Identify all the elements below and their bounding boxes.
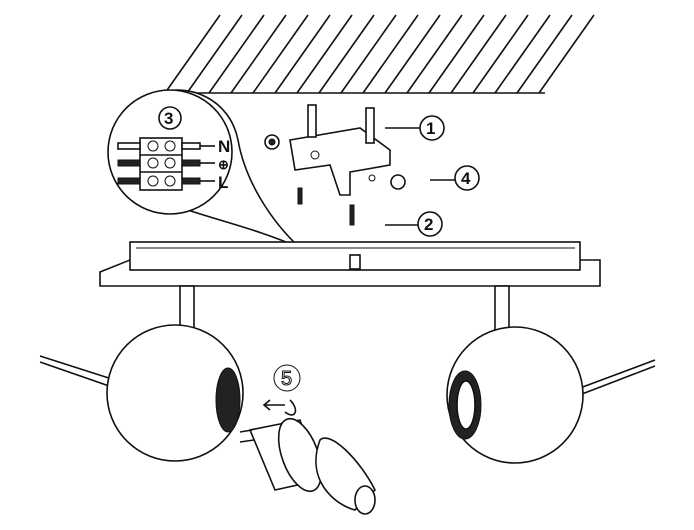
callout-4-label: 4 [461,169,471,188]
cap-nut-right [390,174,406,190]
hatch-line [538,14,595,94]
ceiling-plate [99,241,601,287]
callout-5-circle [273,364,301,392]
callout-3-label: 3 [164,109,173,128]
callout-1-label: 1 [426,119,435,138]
hatch-line [252,14,309,94]
hatch-line [230,14,287,94]
rotate-arrow-icon [284,399,297,416]
callout-4-circle [454,165,480,191]
spotlight-right [446,285,656,464]
hatch-line [274,14,331,94]
callout-2-circle [417,211,443,237]
mounting-bracket [289,127,391,196]
wire-label-earth: ⊕ [218,157,229,172]
hatch-line [362,14,419,94]
remove-arrow-icon [262,399,285,411]
hatch-line [384,14,441,94]
wire-label-neutral: N [218,137,230,156]
callout-3-circle [158,106,182,130]
terminal-block [117,137,215,191]
hatch-line [406,14,463,94]
terminal-block-magnifier: 3 N ⊕ L [107,89,301,249]
hatch-line [450,14,507,94]
hatch-line [472,14,529,94]
wall-plugs [307,104,375,144]
callout-2-label: 2 [424,215,433,234]
hatch-line [318,14,375,94]
hatch-line [186,14,243,94]
hatch-line [164,14,221,94]
screws [297,187,355,226]
hatch-line [208,14,265,94]
ceiling [164,14,595,94]
gu10-bulb [239,417,323,493]
callout-5-label: 5 [281,368,292,390]
hatch-line [428,14,485,94]
callout-1-circle [419,115,445,141]
hatch-line [494,14,551,94]
hatch-line [296,14,353,94]
hatch-line [516,14,573,94]
wire-label-live: L [218,173,228,192]
hatch-line [340,14,397,94]
glass-cover [315,437,376,515]
spotlight-left [39,285,244,462]
